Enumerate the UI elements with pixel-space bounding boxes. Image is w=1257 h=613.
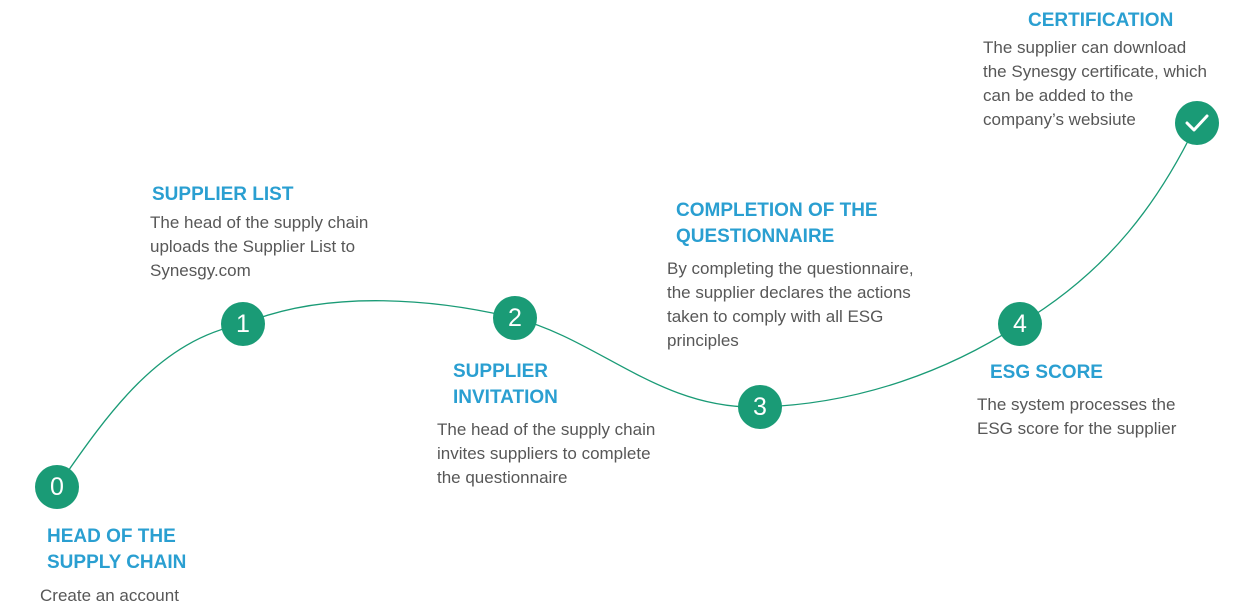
step-4-node: 4 xyxy=(998,302,1042,346)
step-2-node: 2 xyxy=(493,296,537,340)
step-3-description: By completing the questionnaire,the supp… xyxy=(667,259,914,350)
checkmark-icon xyxy=(1185,114,1209,132)
step-4-title: ESG SCORE xyxy=(990,362,1103,383)
step-0-node: 0 xyxy=(35,465,79,509)
journey-path xyxy=(56,122,1198,488)
step-3-node: 3 xyxy=(738,385,782,429)
step-1-node: 1 xyxy=(221,302,265,346)
certification-node xyxy=(1175,101,1219,145)
step-1-title: SUPPLIER LIST xyxy=(152,184,294,205)
certification-title: CERTIFICATION xyxy=(1028,10,1174,31)
step-0-description: Create an account xyxy=(40,586,179,605)
